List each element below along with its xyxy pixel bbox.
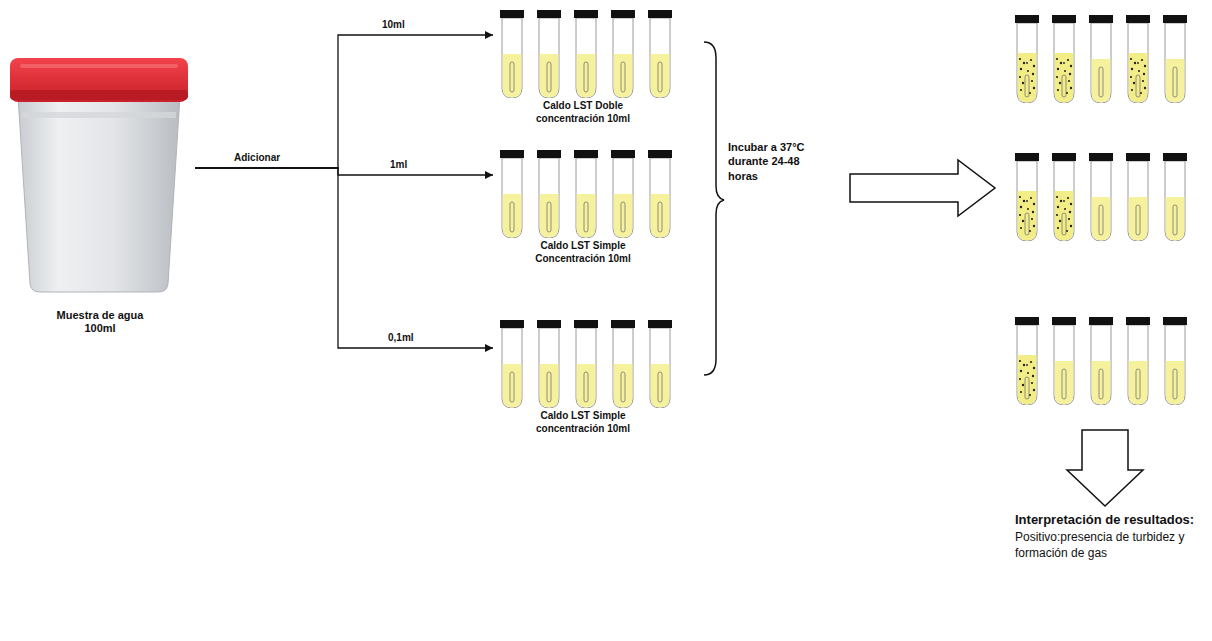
- negative-tube: [1126, 153, 1150, 241]
- test-tube: [648, 10, 672, 98]
- broth-caption: Caldo LST Simple Concentración 10ml: [527, 240, 639, 265]
- tube-set: [500, 10, 672, 408]
- negative-tube: [1089, 153, 1113, 241]
- test-tube: [574, 10, 598, 98]
- positive-tube: [1052, 15, 1076, 103]
- label-holder: 10ml: [382, 19, 405, 31]
- negative-tube: [1052, 317, 1076, 405]
- step-label: Adicionar: [234, 151, 280, 164]
- sample-node: Muestra de agua 100ml: [5, 45, 195, 340]
- connector-arrow: [195, 168, 493, 348]
- label-holder: Adicionar: [234, 151, 280, 164]
- positive-tube: [1126, 15, 1150, 103]
- tube-area: [493, 8, 673, 100]
- test-tube: [611, 320, 635, 408]
- positive-tube: [1052, 153, 1076, 241]
- positive-tube: [1015, 317, 1039, 405]
- tube-group: Caldo LST Simple Concentración 10ml: [493, 148, 673, 265]
- tube-area: [493, 148, 673, 240]
- test-tube: [537, 150, 561, 238]
- test-tube: [574, 320, 598, 408]
- broth-caption: Caldo LST Simple concentración 10ml: [527, 410, 639, 435]
- sample-label: Muestra de agua 100ml: [48, 309, 152, 337]
- test-tube: [611, 150, 635, 238]
- label-holder: Interpretación de resultados:: [1015, 512, 1207, 529]
- test-tube: [611, 10, 635, 98]
- negative-tube: [1089, 15, 1113, 103]
- result-note: Interpretación de resultados:: [1015, 512, 1207, 529]
- bracket: [704, 42, 724, 375]
- test-tube: [537, 10, 561, 98]
- broth-caption: Caldo LST Doble concentración 10ml: [527, 100, 639, 125]
- test-tube: [648, 320, 672, 408]
- label-holder: 1ml: [390, 159, 407, 171]
- volume-label: 0,1ml: [388, 332, 414, 344]
- test-tube: [500, 10, 524, 98]
- label-holder: Incubar a 37°C durante 24-48 horas: [728, 140, 832, 183]
- test-tube: [574, 150, 598, 238]
- tube-group: Caldo LST Doble concentración 10ml: [493, 8, 673, 125]
- test-tube: [500, 150, 524, 238]
- volume-label: 1ml: [390, 159, 407, 171]
- negative-tube: [1163, 15, 1187, 103]
- positive-tube: [1015, 15, 1039, 103]
- test-tube: [648, 150, 672, 238]
- negative-tube: [1163, 153, 1187, 241]
- process-arrow: [1067, 430, 1143, 506]
- test-tube: [500, 320, 524, 408]
- result-tubes: [1015, 15, 1187, 405]
- step-note: Incubar a 37°C durante 24-48 horas: [728, 140, 832, 183]
- tube-group: Caldo LST Simple concentración 10ml: [493, 318, 673, 435]
- test-tube: [537, 320, 561, 408]
- negative-tube: [1089, 317, 1113, 405]
- result-note: Positivo:presencia de turbidez y formaci…: [1015, 530, 1207, 561]
- tube-area: [493, 318, 673, 410]
- process-arrow: [850, 160, 995, 216]
- sample-container: [10, 58, 188, 292]
- label-holder: 0,1ml: [388, 332, 414, 344]
- connector-arrow: [195, 168, 493, 175]
- label-holder: Positivo:presencia de turbidez y formaci…: [1015, 530, 1207, 561]
- volume-label: 10ml: [382, 19, 405, 31]
- negative-tube: [1126, 317, 1150, 405]
- positive-tube: [1015, 153, 1039, 241]
- negative-tube: [1163, 317, 1187, 405]
- connector-arrow: [195, 35, 493, 168]
